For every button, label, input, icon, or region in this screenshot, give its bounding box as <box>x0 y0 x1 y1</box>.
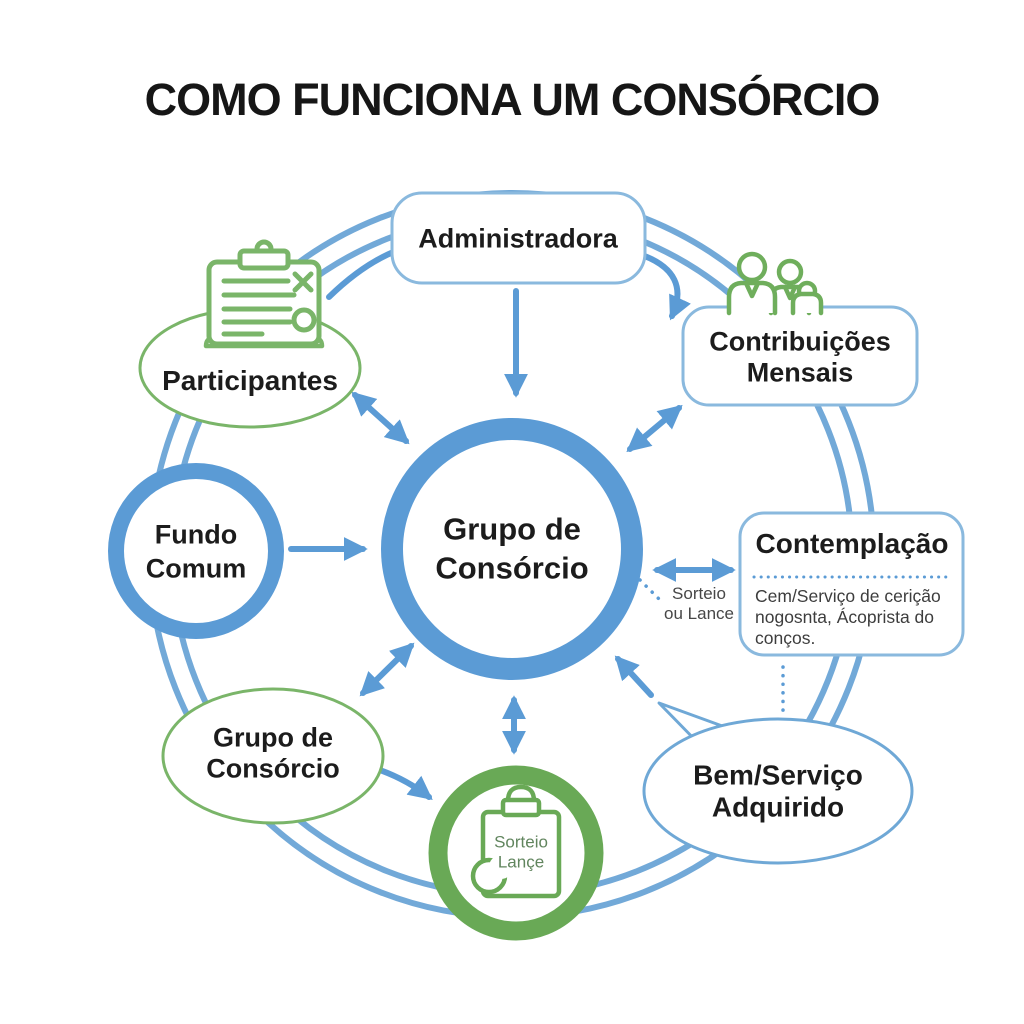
grupo-consorcio-center-circle <box>381 418 643 680</box>
members-group-icon <box>726 251 824 316</box>
fundo-comum-label: Fundo Comum <box>145 519 247 583</box>
administradora-label: Administradora <box>418 223 618 254</box>
grupo-consorcio-center-label: Grupo de Consórcio <box>435 511 589 585</box>
bem-servico-bubble <box>642 701 914 865</box>
grupo-consorcio-inferior-label: Grupo de Consórcio <box>206 722 340 784</box>
administradora-box <box>390 191 647 285</box>
sorteio-lance-circle-label: Sorteio Lançe <box>494 832 548 871</box>
arrow-ellipse-inferior-sorteio <box>374 766 433 800</box>
arrow-contribuicoes-grupo <box>626 404 683 453</box>
sorteio-ou-lance-annotation: Sorteio ou Lance <box>664 583 734 623</box>
contemplacao-box <box>738 511 965 657</box>
dotted-grupo-sorteio-lance <box>638 578 665 605</box>
contemplacao-title: Contemplação <box>755 527 949 559</box>
arrow-administradora-contribuicoes <box>633 250 691 321</box>
arrow-bem-servico-grupo <box>614 655 654 698</box>
bem-servico-adquirido-label: Bem/Serviço Adquirido <box>693 759 863 823</box>
arrow-grupo-ellipse-inferior <box>359 642 415 697</box>
contract-clipboard-icon <box>203 239 325 349</box>
contribuicoes-mensais-label: Contribuições Mensais <box>709 326 891 388</box>
participantes-label: Participantes <box>162 364 338 396</box>
fundo-comum-circle <box>108 463 284 639</box>
arrow-participantes-grupo <box>351 391 410 445</box>
draw-clipboard-icon <box>470 784 562 899</box>
diagram-title: COMO FUNCIONA UM CONSÓRCIO <box>144 74 881 125</box>
grupo-consorcio-inferior-ellipse <box>161 687 385 825</box>
crescent-icon <box>470 855 513 895</box>
contemplacao-body: Cem/Serviço de cerição nogosnta, Ácopris… <box>755 586 941 648</box>
